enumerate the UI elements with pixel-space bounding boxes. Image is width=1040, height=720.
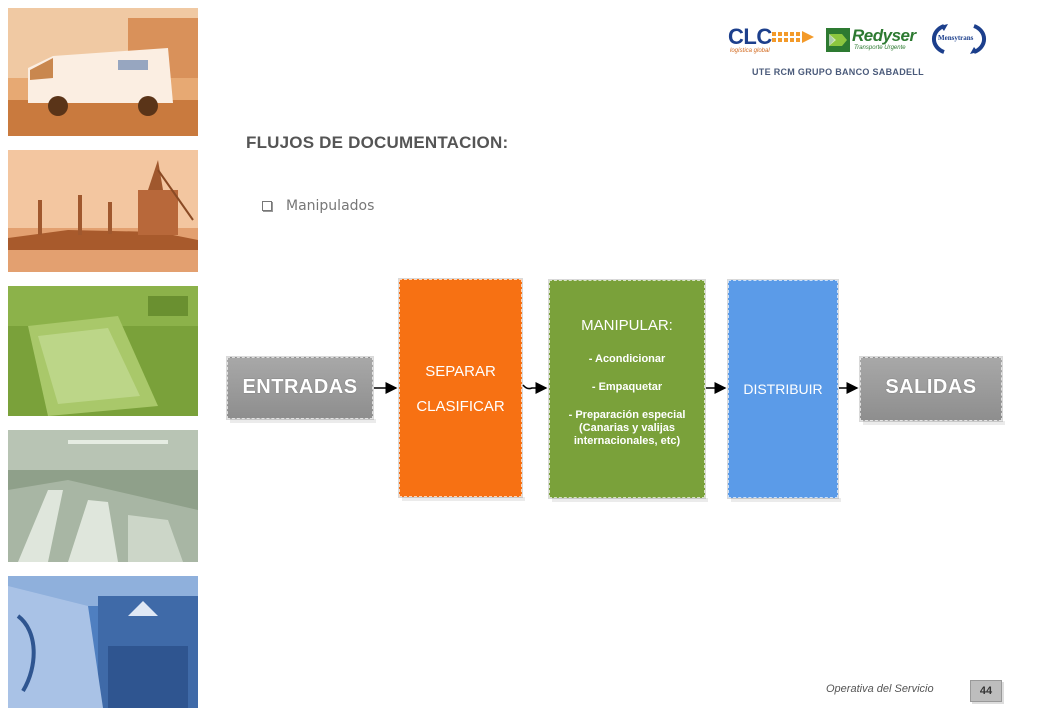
mensytrans-emblem-icon	[931, 24, 987, 54]
checkbox-bullet-icon	[262, 201, 272, 211]
delivery-van-photo	[8, 8, 198, 136]
flow-node-manipular: MANIPULAR: - Acondicionar - Empaquetar -…	[548, 279, 708, 502]
building-van-photo	[8, 576, 198, 708]
flow-arrow-separar-manipular	[522, 382, 548, 394]
flow-node-separar: SEPARAR CLASIFICAR	[398, 278, 525, 501]
redyser-logo: Redyser Transporte Urgente	[826, 26, 916, 54]
mensytrans-logo-text: Mensytrans	[938, 34, 974, 42]
clc-arrow-icon	[772, 31, 814, 43]
flow-node-manipular-item: - Acondicionar	[588, 353, 666, 365]
bullet-item: Manipulados	[262, 198, 374, 214]
mensytrans-logo: Mensytrans	[930, 22, 988, 56]
clc-logo-text: CLC	[728, 24, 772, 49]
flow-node-manipular-item: - Preparación especial (Canarias y valij…	[568, 409, 686, 447]
flow-node-entradas-label: ENTRADAS	[242, 376, 358, 398]
flow-node-distribuir-label: DISTRIBUIR	[743, 381, 823, 397]
redyser-logo-text: Redyser	[852, 26, 916, 45]
packaging-photo	[8, 286, 198, 416]
partner-logos: CLC logística global Redyser Transporte …	[728, 22, 998, 58]
bullet-text: Manipulados	[286, 198, 375, 214]
page-number: 44	[970, 680, 1002, 702]
clc-logo-tagline: logística global	[730, 48, 770, 54]
flow-node-separar-line2: CLASIFICAR	[416, 398, 505, 415]
flow-node-manipular-title: MANIPULAR:	[581, 317, 673, 334]
redyser-logo-tagline: Transporte Urgente	[854, 45, 906, 51]
flow-node-entradas: ENTRADAS	[226, 356, 376, 423]
redyser-emblem-icon	[826, 28, 850, 52]
page-title: FLUJOS DE DOCUMENTACION:	[246, 133, 509, 152]
harbor-cranes-photo	[8, 150, 198, 272]
flow-node-salidas-label: SALIDAS	[885, 376, 977, 398]
flow-node-salidas: SALIDAS	[859, 356, 1005, 425]
footer-section-label: Operativa del Servicio	[826, 683, 934, 695]
flow-node-distribuir: DISTRIBUIR	[727, 279, 841, 502]
flow-node-manipular-item: - Empaquetar	[591, 381, 663, 393]
warehouse-conveyor-photo	[8, 430, 198, 562]
clc-logo: CLC logística global	[728, 24, 814, 54]
company-name: UTE RCM GRUPO BANCO SABADELL	[752, 67, 924, 77]
flow-node-separar-line1: SEPARAR	[425, 363, 496, 380]
